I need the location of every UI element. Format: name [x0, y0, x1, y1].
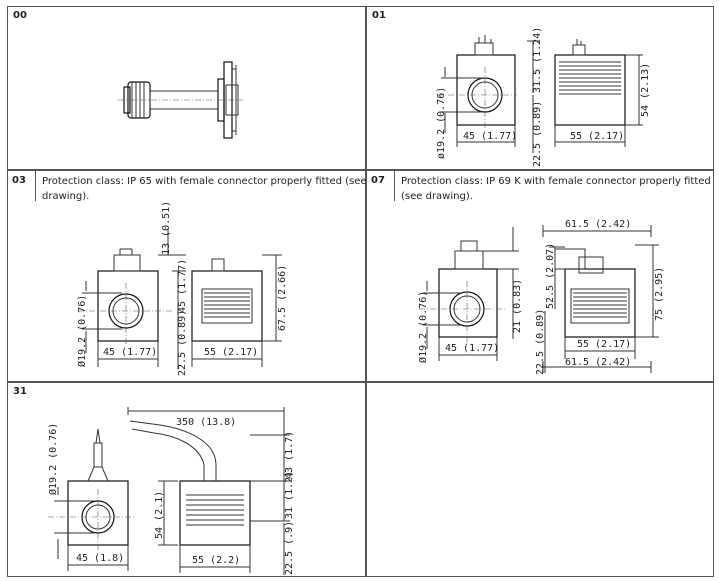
dim-bore: ø19.2 (0.76) — [436, 87, 447, 159]
dim-width-side-bot: 61.5 (2.42) — [565, 357, 631, 368]
dim-height-total: 67.5 (2.66) — [277, 265, 288, 331]
dim-height-low: 22.5 (0.89) — [532, 101, 543, 167]
dim-height-31: 31 (1.2) — [284, 471, 295, 519]
panel-07: 07 Protection class: IP 69 K with female… — [366, 170, 714, 382]
valve-armature-drawing — [118, 61, 243, 139]
dim-width-side: 55 (2.17) — [570, 131, 624, 142]
coil-07-drawing: 45 (1.77) Ø19.2 (0.76) 21 (0.83) 61.5 (2… — [417, 219, 665, 375]
dim-height-low: 22.5 (0.89) — [177, 310, 188, 376]
dim-height-top: 13 (0.51) — [161, 201, 172, 255]
dim-height-21: 21 (0.83) — [512, 279, 523, 333]
dim-bore: Ø19.2 (0.76) — [417, 291, 429, 363]
panel-03: 03 Protection class: IP 65 with female c… — [7, 170, 367, 382]
dim-height-43: 43 (1.7) — [284, 431, 295, 479]
dim-height-low: 22.5 (.9) — [284, 521, 295, 575]
panel-01: 01 45 (1.77) ø19.2 (0.76) 55 (2.17) — [366, 6, 714, 170]
dim-width-side: 55 (2.17) — [577, 339, 631, 350]
panel-31: 31 45 (1.8) Ø19.2 (0.76) 350 (13.8) 55 (… — [7, 382, 366, 577]
panel-note: Protection class: IP 69 K with female co… — [401, 176, 711, 202]
dim-width-side: 55 (2.2) — [192, 555, 240, 566]
dim-width-side: 55 (2.17) — [204, 347, 258, 358]
panel-code: 01 — [372, 10, 386, 21]
dim-width-front: 45 (1.77) — [103, 347, 157, 358]
dim-width-front: 45 (1.8) — [76, 553, 124, 564]
panel-code: 03 — [8, 171, 36, 201]
dim-width-front: 45 (1.77) — [463, 131, 517, 142]
dim-cable-length: 350 (13.8) — [176, 417, 236, 428]
panel-code: 07 — [367, 171, 395, 201]
dim-height-total: 31.5 (1.24) — [532, 27, 543, 93]
coil-01-drawing: 45 (1.77) ø19.2 (0.76) 55 (2.17) 31.5 (1… — [436, 27, 651, 167]
panel-code: 00 — [13, 10, 27, 21]
dim-bore: Ø19.2 (0.76) — [76, 295, 88, 367]
panel-00: 00 — [7, 6, 366, 170]
dim-height-low: 22.5 (0.89) — [535, 309, 546, 375]
dim-width-front: 45 (1.77) — [445, 343, 499, 354]
dim-width-side-top: 61.5 (2.42) — [565, 219, 631, 230]
dim-height-total: 75 (2.95) — [654, 267, 665, 321]
panel-code: 31 — [13, 386, 27, 397]
coil-03-drawing: 45 (1.77) Ø19.2 (0.76) 55 (2.17) 13 (0.5… — [76, 201, 288, 376]
panel-note: Protection class: IP 65 with female conn… — [42, 176, 367, 202]
dim-bore: Ø19.2 (0.76) — [47, 423, 59, 495]
dim-height-body: 54 (2.13) — [640, 63, 651, 117]
dim-height-body: 54 (2.1) — [154, 491, 165, 539]
panel-empty — [366, 382, 714, 577]
dim-height-mid: 45 (1.77) — [177, 259, 188, 313]
coil-31-drawing: 45 (1.8) Ø19.2 (0.76) 350 (13.8) 55 (2.2… — [47, 407, 295, 575]
dim-height-52: 52.5 (2.07) — [545, 243, 556, 309]
